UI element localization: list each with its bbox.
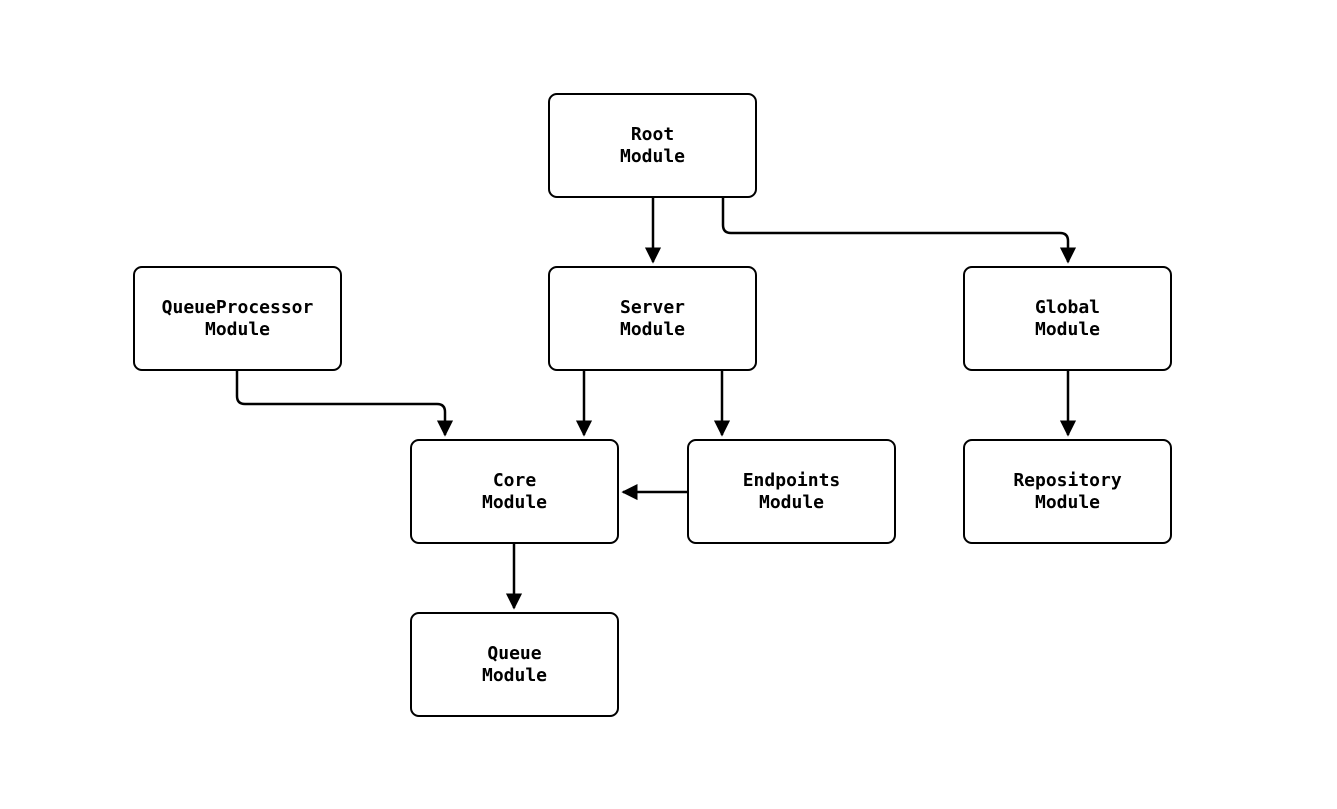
node-queueprocessor-module-name: QueueProcessor (161, 296, 314, 318)
node-core-module: Core Module (410, 439, 619, 544)
node-queue-module-type: Module (481, 664, 548, 686)
node-server-module-name: Server (619, 296, 686, 318)
node-endpoints-module: Endpoints Module (687, 439, 896, 544)
edge-root-to-global (721, 198, 1077, 264)
node-core-module-name: Core (492, 469, 537, 491)
node-endpoints-module-type: Module (758, 491, 825, 513)
node-root-module-type: Module (619, 145, 686, 167)
node-server-module: Server Module (548, 266, 757, 371)
node-endpoints-module-name: Endpoints (742, 469, 841, 491)
node-root-module-name: Root (630, 123, 675, 145)
node-repository-module-type: Module (1034, 491, 1101, 513)
node-root-module: Root Module (548, 93, 757, 198)
node-server-module-type: Module (619, 318, 686, 340)
node-repository-module-name: Repository (1013, 469, 1122, 491)
node-queue-module-name: Queue (487, 642, 542, 664)
edge-queueprocessor-to-core (235, 371, 454, 437)
node-repository-module: Repository Module (963, 439, 1172, 544)
node-queue-module: Queue Module (410, 612, 619, 717)
node-queueprocessor-module-type: Module (204, 318, 271, 340)
node-global-module: Global Module (963, 266, 1172, 371)
node-global-module-type: Module (1034, 318, 1101, 340)
node-global-module-name: Global (1034, 296, 1101, 318)
node-core-module-type: Module (481, 491, 548, 513)
node-queueprocessor-module: QueueProcessor Module (133, 266, 342, 371)
